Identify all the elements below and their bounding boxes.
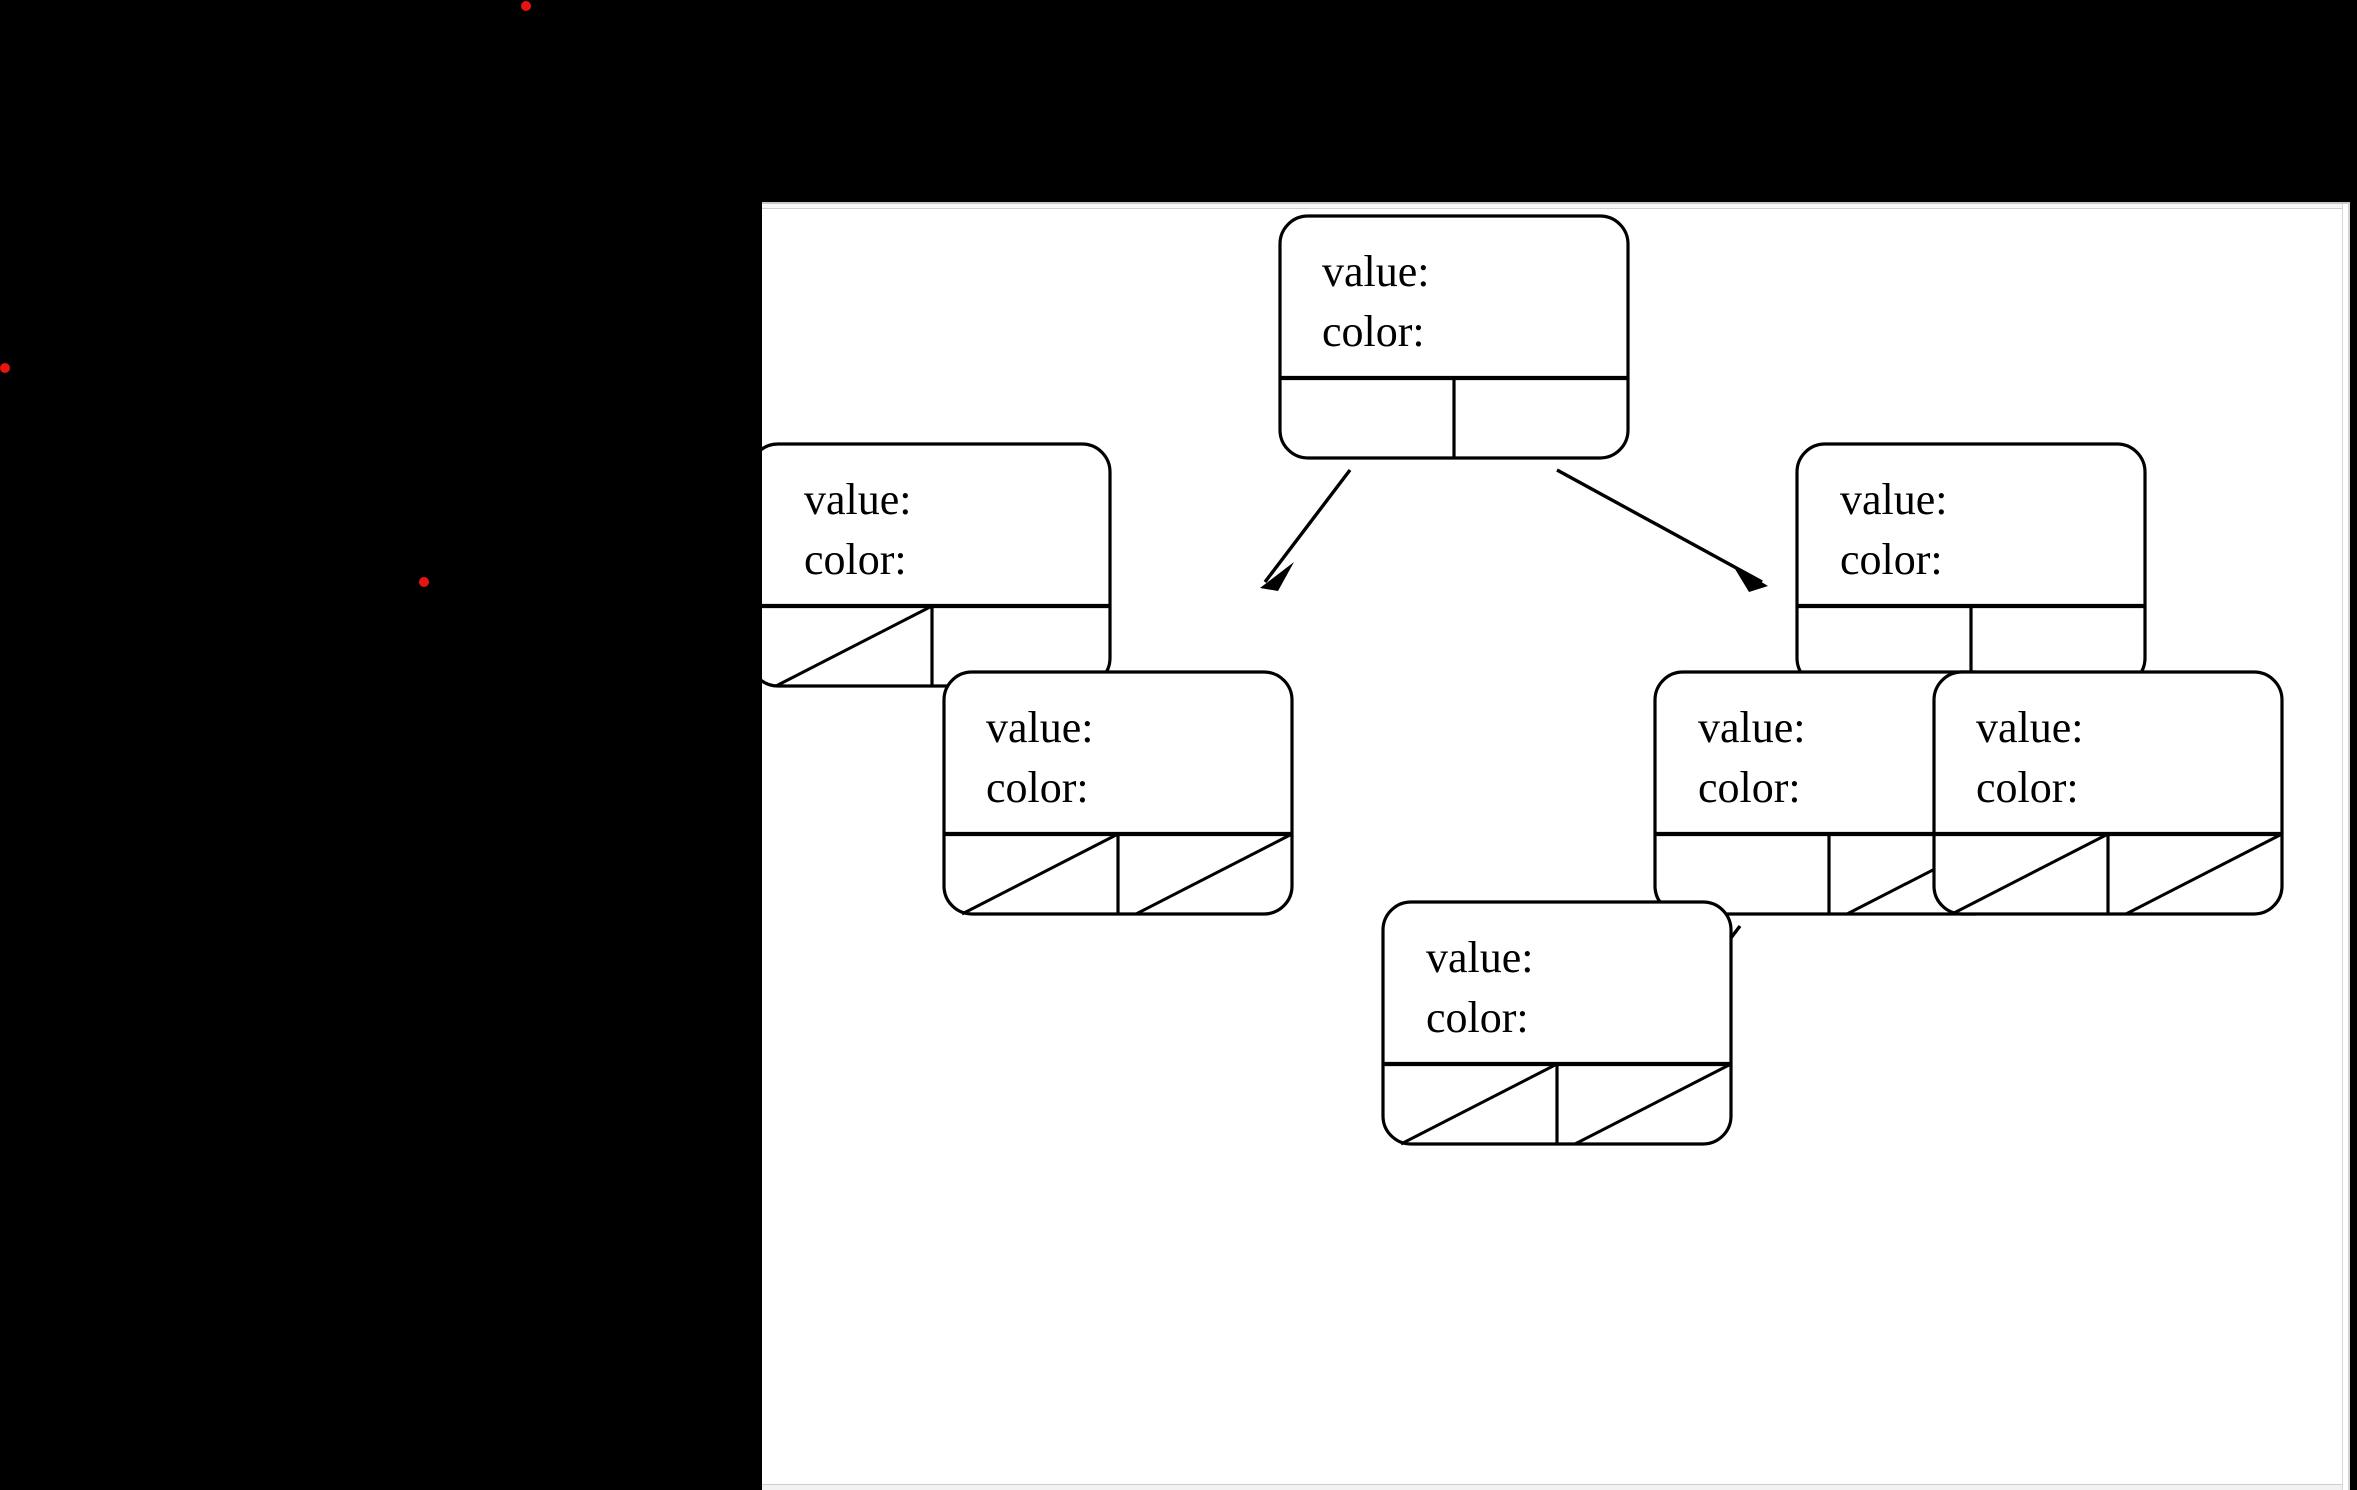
tree-node-right-right-grandchild-color-label: color:: [1976, 763, 2079, 812]
tree-node-left-child[interactable]: value: color:: [762, 442, 1112, 688]
tree-node-right-right-grandchild-left-pointer-cell[interactable]: [1951, 832, 2109, 916]
panel-bottom-edge: [762, 1484, 2348, 1490]
binary-tree-diagram[interactable]: value: color: value: color: value: color…: [762, 204, 2350, 1490]
tree-node-great-grandchild-value-label: value:: [1426, 933, 1534, 982]
tree-node-great-grandchild-color-label: color:: [1426, 993, 1529, 1042]
null-slash-icon: [775, 604, 933, 688]
tree-node-root-value-label: value:: [1322, 247, 1430, 296]
null-slash-icon: [2125, 832, 2283, 916]
tree-node-right-right-grandchild-right-pointer-cell[interactable]: [2125, 832, 2283, 916]
tree-node-right-right-grandchild-value-label: value:: [1976, 703, 2084, 752]
panel-scroll-rail[interactable]: [2342, 204, 2348, 1490]
tree-node-left-child-left-pointer-cell[interactable]: [775, 604, 933, 688]
null-slash-icon: [1574, 1062, 1732, 1146]
tree-node-right-child[interactable]: value: color:: [1795, 442, 2147, 688]
marker-dot-top: [521, 1, 531, 11]
tree-node-great-grandchild[interactable]: value: color:: [1381, 900, 1733, 1146]
diagram-viewport-panel[interactable]: value: color: value: color: value: color…: [762, 202, 2350, 1490]
tree-node-left-right-grandchild-left-pointer-cell[interactable]: [961, 832, 1119, 916]
panel-top-edge: [762, 204, 2348, 209]
marker-dot-middle: [419, 577, 429, 587]
tree-node-left-right-grandchild[interactable]: value: color:: [942, 670, 1294, 916]
tree-node-great-grandchild-left-pointer-cell[interactable]: [1400, 1062, 1558, 1146]
tree-node-great-grandchild-right-pointer-cell[interactable]: [1574, 1062, 1732, 1146]
null-slash-icon: [1951, 832, 2109, 916]
marker-dot-left: [0, 363, 10, 373]
edge-root-to-left-child: [1260, 468, 1352, 591]
tree-node-right-left-grandchild-value-label: value:: [1698, 703, 1806, 752]
tree-node-root[interactable]: value: color:: [1278, 214, 1630, 460]
tree-node-left-child-box[interactable]: [762, 442, 1112, 688]
tree-node-left-child-value-label: value:: [804, 475, 912, 524]
null-slash-icon: [1400, 1062, 1558, 1146]
tree-node-left-right-grandchild-color-label: color:: [986, 763, 1089, 812]
tree-node-right-child-value-label: value:: [1840, 475, 1948, 524]
tree-node-left-right-grandchild-value-label: value:: [986, 703, 1094, 752]
tree-node-left-child-color-label: color:: [804, 535, 907, 584]
tree-node-right-right-grandchild[interactable]: value: color:: [1932, 670, 2284, 916]
tree-node-right-left-grandchild-color-label: color:: [1698, 763, 1801, 812]
tree-node-right-child-color-label: color:: [1840, 535, 1943, 584]
tree-node-left-right-grandchild-right-pointer-cell[interactable]: [1135, 832, 1293, 916]
edge-root-to-right-child: [1556, 468, 1768, 592]
null-slash-icon: [961, 832, 1119, 916]
tree-node-root-color-label: color:: [1322, 307, 1425, 356]
null-slash-icon: [1135, 832, 1293, 916]
